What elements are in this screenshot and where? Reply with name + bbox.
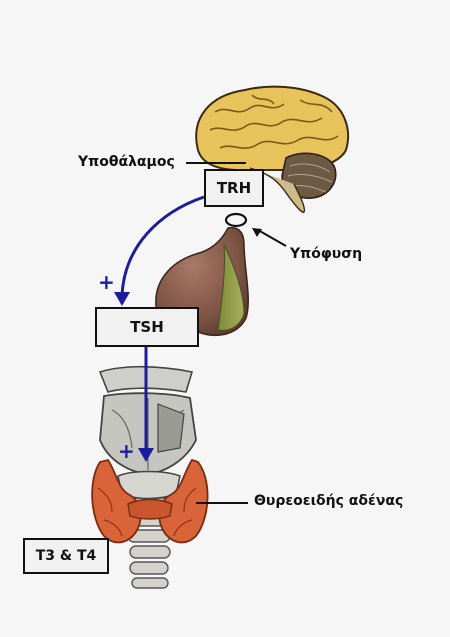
pituitary-pointer-arrowhead — [252, 228, 262, 237]
t3-t4-box: T3 & T4 — [23, 538, 109, 574]
brain-illustration — [195, 85, 350, 213]
stimulation-arrows — [114, 195, 205, 462]
leader-lines — [186, 162, 287, 504]
stimulation-plus-tsh: + — [118, 439, 135, 463]
tsh-box: TSH — [95, 307, 199, 347]
thyroid-label: Θυρεοειδής αδένας — [254, 493, 404, 509]
pituitary-label: Υπόφυση — [290, 246, 363, 262]
thyroid-illustration — [91, 365, 209, 589]
trh-box: TRH — [204, 169, 264, 207]
stimulation-plus-trh: + — [98, 270, 115, 294]
hypothalamus-label: Υποθάλαμος — [78, 154, 175, 170]
